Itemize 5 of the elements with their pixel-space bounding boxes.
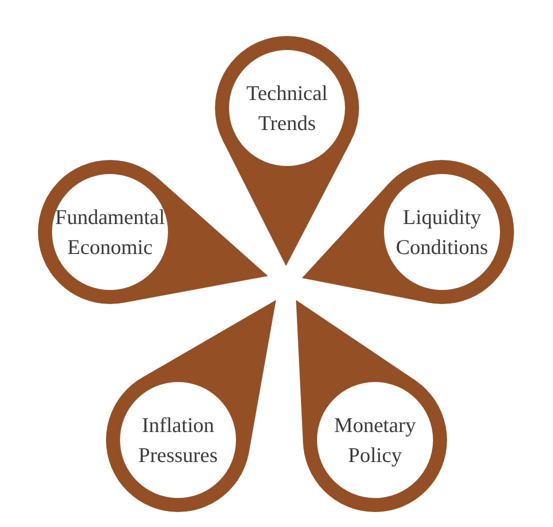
node-label: Technical Trends [245, 80, 329, 137]
node-label: Monetary Policy [333, 412, 417, 469]
node-label: Liquidity Conditions [394, 204, 490, 261]
node-label: Fundamental Economic [54, 204, 166, 261]
node-label: Inflation Pressures [137, 412, 219, 469]
